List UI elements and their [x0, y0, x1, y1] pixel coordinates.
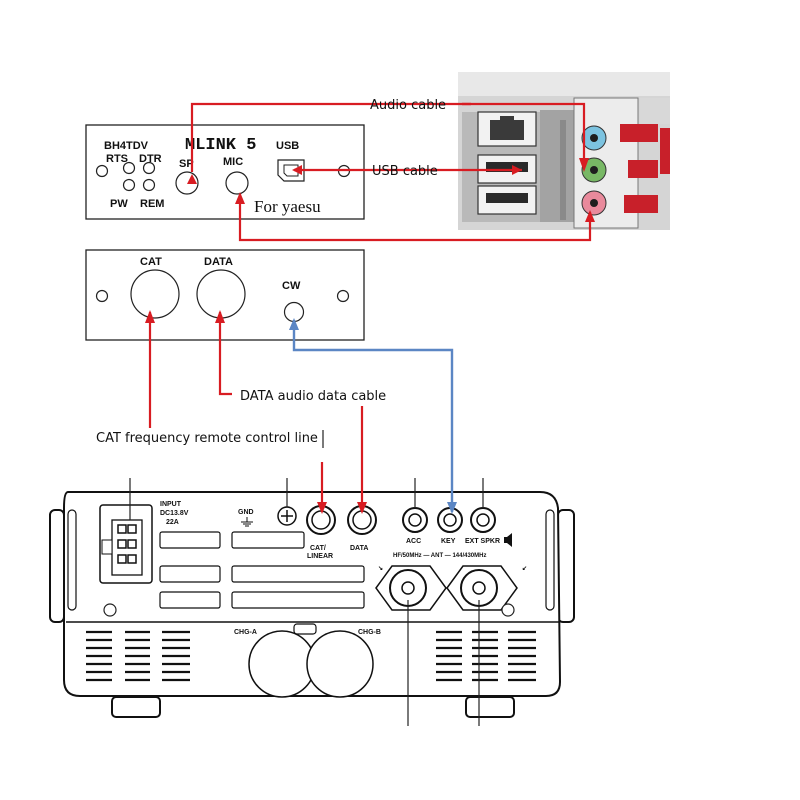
dc-power-connector [99, 504, 153, 584]
side-slot-left [67, 509, 77, 611]
side-handle-left [49, 509, 65, 623]
cat-cable-label: CAT frequency remote control line [96, 431, 318, 446]
led-pw [122, 178, 136, 192]
speaker-icon [504, 533, 512, 547]
sp-label: SP [179, 158, 194, 170]
radio-rear-panel: INPUT DC13.8V 22A GND CAT/ LINEAR [49, 491, 575, 718]
callout-lines [129, 430, 484, 726]
vhf-uhf-antenna-connector [446, 565, 518, 611]
audio-cable-label: Audio cable [370, 98, 446, 113]
brand-label: BH4TDV [104, 140, 149, 152]
ethernet-port-icon [477, 111, 537, 147]
vent-slot [231, 531, 305, 549]
key-jack [437, 507, 463, 533]
data-port-radio [347, 505, 377, 535]
ext-spkr-label: EXT SPKR [465, 538, 500, 545]
rem-label: REM [140, 198, 164, 210]
mic-label: MIC [223, 156, 243, 168]
usb-label: USB [276, 140, 299, 152]
hf-antenna-connector [375, 565, 447, 611]
cat-linear-port [306, 505, 336, 535]
mounting-hole-left [95, 164, 109, 178]
data-label-radio: DATA [350, 545, 368, 552]
cw-label: CW [282, 280, 301, 292]
mlink5-rear-panel: CAT DATA CW [85, 249, 365, 341]
cw-key-cable-wire [292, 320, 454, 512]
data-cable-label: DATA audio data cable [240, 389, 386, 404]
acc-label: ACC [406, 538, 421, 545]
data-port [196, 269, 246, 319]
input-label: INPUT [160, 501, 182, 508]
model-title: MLINK 5 [185, 136, 256, 155]
dtr-label: DTR [139, 153, 162, 165]
pw-label: PW [110, 198, 128, 210]
cat-port [130, 269, 180, 319]
vent-left [86, 630, 190, 682]
antenna-label: HF/50MHz — ANT — 144/430MHz [393, 553, 486, 559]
gnd-label: GND [238, 509, 254, 516]
gnd-screw-icon [277, 506, 297, 526]
cat-linear-label-2: LINEAR [307, 553, 333, 560]
red-cables [145, 102, 595, 514]
rts-label: RTS [106, 153, 128, 165]
ext-spkr-jack [470, 507, 496, 533]
chg-a-socket [248, 630, 316, 698]
vent-slot [159, 531, 221, 549]
cat-label: CAT [140, 256, 162, 268]
foot-right [465, 696, 515, 718]
side-slot-right [545, 509, 555, 611]
mounting-hole-right-2 [336, 289, 350, 303]
acc-jack [402, 507, 428, 533]
vent-right [436, 630, 536, 682]
chg-a-label: CHG-A [234, 629, 257, 636]
key-label: KEY [441, 538, 456, 545]
cat-linear-label: CAT/ [310, 545, 326, 552]
hf-antenna-arrow-icon: ↘ [378, 566, 383, 572]
vent-slot [231, 565, 365, 583]
usb-b-port-icon [277, 159, 305, 182]
vhf-antenna-arrow-icon: ↙ [522, 566, 527, 572]
mic-jack [225, 171, 249, 195]
screw-icon [501, 603, 515, 617]
mlink5-front-panel: MLINK 5 BH4TDV RTS DTR PW REM SP MIC USB… [85, 124, 365, 220]
data-label: DATA [204, 256, 233, 268]
side-handle-right [557, 509, 575, 623]
led-dtr [142, 161, 156, 175]
vent-slot [159, 565, 221, 583]
mounting-hole-left-2 [95, 289, 109, 303]
usb-cable-label: USB cable [372, 164, 438, 179]
vent-slot [159, 591, 221, 609]
chg-divider-slot [293, 623, 317, 635]
pc-motherboard-io-photo [458, 72, 670, 230]
audio-cable-wire [190, 102, 586, 172]
mic-cable-wire [238, 194, 592, 242]
cw-key-cable [289, 318, 457, 514]
panel-subtitle: For yaesu [254, 197, 321, 216]
chg-b-socket [306, 630, 374, 698]
input-voltage-label: DC13.8V [160, 510, 189, 517]
vent-slot [231, 591, 365, 609]
led-rts [122, 161, 136, 175]
foot-left [111, 696, 161, 718]
ground-symbol-icon [241, 517, 253, 527]
chg-b-label: CHG-B [358, 629, 381, 636]
led-rem [142, 178, 156, 192]
screw-icon [103, 603, 117, 617]
data-cable-wire [218, 312, 232, 396]
input-current-label: 22A [166, 519, 179, 526]
